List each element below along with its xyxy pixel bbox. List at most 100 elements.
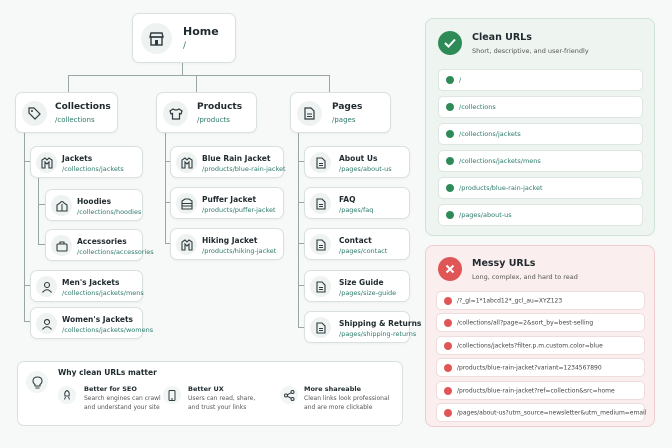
node-path: /products/puffer-jacket bbox=[202, 206, 276, 214]
node-name: Size Guide bbox=[339, 278, 384, 287]
node-shipping-returns[interactable]: Shipping & Returns /pages/shipping-retur… bbox=[304, 311, 421, 343]
check-icon bbox=[446, 76, 454, 84]
node-path: /pages/faq bbox=[339, 206, 374, 214]
x-icon bbox=[444, 386, 452, 395]
why-seo-line2: and understand your site bbox=[84, 404, 160, 411]
node-faq[interactable]: FAQ /pages/faq bbox=[304, 187, 410, 219]
node-puffer-jacket[interactable]: Puffer Jacket /products/puffer-jacket bbox=[170, 187, 284, 219]
why-clean-urls-box: Why clean URLs matter Better for SEO Sea… bbox=[17, 361, 403, 426]
node-path: /pages/size-guide bbox=[339, 289, 397, 297]
rocket-icon bbox=[58, 386, 76, 404]
node-path: /collections/jackets/mens bbox=[62, 289, 144, 297]
products-node[interactable]: Products /products bbox=[156, 92, 257, 133]
jacket-icon bbox=[176, 152, 197, 173]
pages-node[interactable]: Pages /pages bbox=[290, 92, 391, 133]
products-path: /products bbox=[197, 116, 230, 124]
why-ux-line1: Users can read, share, bbox=[188, 395, 256, 402]
node-mens-jackets[interactable]: Men's Jackets /collections/jackets/mens bbox=[30, 270, 144, 302]
check-icon bbox=[446, 130, 454, 138]
document-icon bbox=[310, 152, 331, 173]
messy-url-row[interactable]: /products/blue-rain-jacket?ref=collectio… bbox=[436, 381, 645, 400]
node-name: Shipping & Returns bbox=[339, 319, 422, 328]
document-icon bbox=[310, 317, 331, 338]
node-name: Women's Jackets bbox=[62, 315, 133, 324]
messy-url-row[interactable]: /products/blue-rain-jacket?variant=12345… bbox=[436, 358, 645, 377]
clean-subtitle: Short, descriptive, and user-friendly bbox=[472, 47, 589, 55]
messy-url-row[interactable]: /pages/about-us?utm_source=newsletter&ut… bbox=[436, 403, 647, 422]
messy-url-row[interactable]: /collections/jackets?filter.p.m.custom.c… bbox=[436, 336, 645, 355]
why-share-line2: and are more clickable bbox=[304, 404, 373, 411]
why-seo-title: Better for SEO bbox=[84, 385, 137, 393]
home-node[interactable]: Home / bbox=[132, 13, 236, 63]
document-icon bbox=[297, 101, 322, 126]
node-path: /collections/jackets bbox=[62, 165, 124, 173]
node-size-guide[interactable]: Size Guide /pages/size-guide bbox=[304, 270, 410, 302]
node-path: /products/hiking-jacket bbox=[202, 247, 277, 255]
node-name: FAQ bbox=[339, 195, 356, 204]
node-about-us[interactable]: About Us /pages/about-us bbox=[304, 146, 410, 178]
tshirt-icon bbox=[163, 101, 188, 126]
storefront-icon bbox=[141, 23, 172, 54]
node-hiking-jacket[interactable]: Hiking Jacket /products/hiking-jacket bbox=[170, 228, 284, 260]
lightbulb-icon bbox=[26, 371, 48, 393]
node-name: Puffer Jacket bbox=[202, 195, 257, 204]
jacket-icon bbox=[36, 152, 57, 173]
node-name: Blue Rain Jacket bbox=[202, 154, 271, 163]
x-icon bbox=[444, 363, 452, 372]
document-icon bbox=[310, 276, 331, 297]
products-title: Products bbox=[197, 102, 243, 112]
messy-url-text: /collections/all?page=2&sort_by=best-sel… bbox=[457, 319, 594, 326]
clean-url-row[interactable]: /collections/jackets/mens bbox=[438, 150, 643, 172]
clean-url-row[interactable]: / bbox=[438, 69, 643, 91]
clean-url-row[interactable]: /products/blue-rain-jacket bbox=[438, 177, 643, 199]
phone-icon bbox=[163, 386, 181, 404]
clean-url-row[interactable]: /collections bbox=[438, 96, 643, 118]
why-ux-title: Better UX bbox=[188, 385, 224, 393]
tag-icon bbox=[22, 101, 47, 126]
node-name: Contact bbox=[339, 236, 372, 245]
check-icon bbox=[446, 157, 454, 165]
collections-path: /collections bbox=[55, 116, 95, 124]
node-path: /collections/accessories bbox=[77, 248, 154, 256]
messy-url-text: /products/blue-rain-jacket?variant=12345… bbox=[457, 364, 602, 371]
clean-url-text: /collections/jackets bbox=[459, 130, 521, 138]
node-path: /collections/jackets/womens bbox=[62, 326, 154, 334]
share-icon bbox=[280, 386, 298, 404]
node-womens-jackets[interactable]: Women's Jackets /collections/jackets/wom… bbox=[30, 307, 153, 339]
messy-title: Messy URLs bbox=[472, 258, 536, 269]
jacket-icon bbox=[176, 234, 197, 255]
clean-url-row[interactable]: /collections/jackets bbox=[438, 123, 643, 145]
messy-url-row[interactable]: /?_gl=1*1abcd12*_gcl_au=XYZ123 bbox=[436, 291, 645, 310]
clean-url-row[interactable]: /pages/about-us bbox=[438, 204, 643, 226]
x-circle-icon bbox=[438, 257, 462, 281]
pages-path: /pages bbox=[332, 116, 356, 124]
node-path: /pages/contact bbox=[339, 247, 388, 255]
clean-title: Clean URLs bbox=[472, 32, 532, 43]
messy-url-text: /collections/jackets?filter.p.m.custom.c… bbox=[457, 342, 603, 349]
clean-urls-panel: Clean URLs Short, descriptive, and user-… bbox=[425, 18, 655, 236]
check-icon bbox=[446, 211, 454, 219]
node-contact[interactable]: Contact /pages/contact bbox=[304, 228, 410, 260]
check-icon bbox=[446, 184, 454, 192]
node-hoodies[interactable]: Hoodies /collections/hoodies bbox=[45, 189, 143, 221]
collections-title: Collections bbox=[55, 102, 111, 112]
x-icon bbox=[444, 296, 452, 305]
collections-node[interactable]: Collections /collections bbox=[15, 92, 118, 133]
pages-title: Pages bbox=[332, 102, 363, 112]
why-title: Why clean URLs matter bbox=[58, 368, 157, 377]
x-icon bbox=[444, 408, 452, 417]
node-blue-rain-jacket[interactable]: Blue Rain Jacket /products/blue-rain-jac… bbox=[170, 146, 286, 178]
messy-url-row[interactable]: /collections/all?page=2&sort_by=best-sel… bbox=[436, 313, 645, 332]
hoodie-icon bbox=[51, 195, 72, 216]
node-accessories[interactable]: Accessories /collections/accessories bbox=[45, 229, 154, 261]
man-icon bbox=[36, 276, 57, 297]
why-share-line1: Clean links look professional bbox=[304, 395, 390, 402]
home-path: / bbox=[183, 41, 187, 51]
check-icon bbox=[446, 103, 454, 111]
node-name: About Us bbox=[339, 154, 378, 163]
messy-urls-panel: Messy URLs Long, complex, and hard to re… bbox=[425, 245, 655, 427]
home-title: Home bbox=[183, 25, 219, 38]
node-path: /products/blue-rain-jacket bbox=[202, 165, 286, 173]
messy-url-text: /pages/about-us?utm_source=newsletter&ut… bbox=[457, 409, 647, 416]
node-jackets[interactable]: Jackets /collections/jackets bbox=[30, 146, 143, 178]
